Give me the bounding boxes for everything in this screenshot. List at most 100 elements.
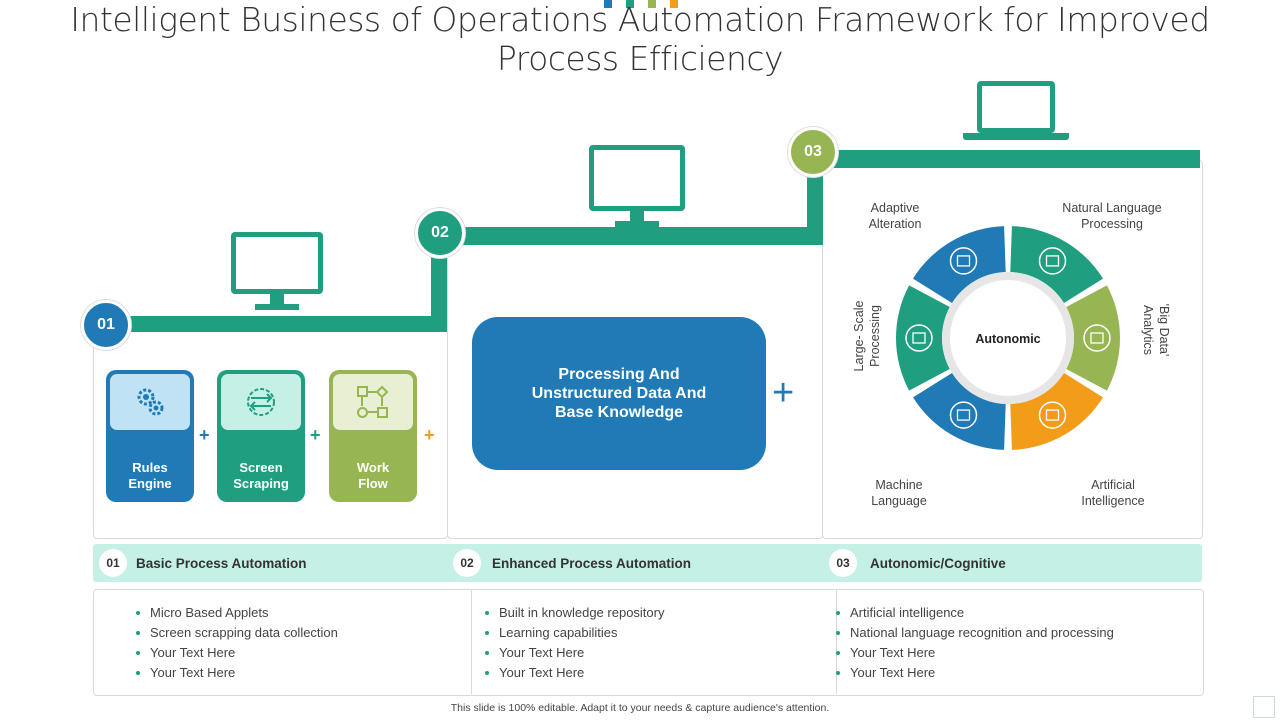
label-line: 'Big Data' xyxy=(1157,303,1171,357)
list-autonomic: Artificial intelligence National languag… xyxy=(836,603,1114,683)
segment-icon xyxy=(1038,401,1067,429)
bar-label-autonomic: Autonomic/Cognitive xyxy=(870,556,1006,571)
label-line: Artificial xyxy=(1091,478,1135,492)
segment-icon xyxy=(905,324,933,352)
footer-note: This slide is 100% editable. Adapt it to… xyxy=(450,702,830,714)
plus-sign: + xyxy=(424,425,435,445)
segment-icon-glyph xyxy=(1045,409,1060,421)
lists-panel xyxy=(93,589,1204,696)
list-divider xyxy=(836,590,837,694)
bar-label-basic: Basic Process Automation xyxy=(136,556,307,571)
list-item: Built in knowledge repository xyxy=(485,603,664,623)
gears-icon xyxy=(110,374,190,430)
label-line: Adaptive xyxy=(870,201,920,215)
card-label-line: Flow xyxy=(358,476,388,491)
list-item: Artificial intelligence xyxy=(836,603,1114,623)
autonomic-wheel xyxy=(896,226,1120,450)
label-line: Analytics xyxy=(1141,304,1155,356)
segment-icon-glyph xyxy=(956,255,971,267)
list-divider xyxy=(471,590,472,694)
card-label-line: Scraping xyxy=(233,476,289,491)
step-band-1 xyxy=(105,316,447,332)
wheel-segment-adaptive xyxy=(913,226,1006,304)
processing-box: Processing And Unstructured Data And Bas… xyxy=(472,317,766,470)
title-deco-teal xyxy=(626,0,634,8)
segment-icon-glyph xyxy=(1090,332,1104,344)
list-item: Your Text Here xyxy=(485,663,664,683)
monitor-icon-2 xyxy=(589,145,685,227)
wheel-segment-large-scale xyxy=(896,285,950,391)
flowchart-icon xyxy=(333,374,413,430)
bar-number-1: 01 xyxy=(99,549,127,577)
list-item: Your Text Here xyxy=(136,643,338,663)
title-line-2: Process Efficiency xyxy=(496,39,784,78)
title-deco-blue xyxy=(604,0,612,8)
step-number-3: 03 xyxy=(788,127,838,177)
list-item: Your Text Here xyxy=(485,643,664,663)
label-line: Large- Scale xyxy=(852,300,866,372)
laptop-icon xyxy=(963,81,1069,140)
segment-icon xyxy=(949,401,978,429)
list-item: Your Text Here xyxy=(836,643,1114,663)
step-band-3 xyxy=(807,150,1200,168)
bar-number-2: 02 xyxy=(453,549,481,577)
segment-icon xyxy=(1083,324,1111,352)
list-item: National language recognition and proces… xyxy=(836,623,1114,643)
title-line-1: Intelligent Business of Operations Autom… xyxy=(70,0,1210,39)
processing-line: Processing And xyxy=(558,366,680,383)
label-line: Processing xyxy=(1081,217,1143,231)
list-basic: Micro Based Applets Screen scrapping dat… xyxy=(136,603,338,683)
label-line: Machine xyxy=(875,478,923,492)
label-line: Language xyxy=(871,494,927,508)
list-item: Your Text Here xyxy=(136,663,338,683)
page-title: Intelligent Business of Operations Autom… xyxy=(0,0,1280,78)
label-big-data: 'Big Data'Analytics xyxy=(1140,290,1172,370)
segment-icon-glyph xyxy=(912,332,926,344)
label-line: Processing xyxy=(868,305,882,367)
label-line: Intelligence xyxy=(1081,494,1145,508)
label-line: Alteration xyxy=(868,217,922,231)
wheel-segment-big-data xyxy=(1066,285,1120,391)
wheel-segment-nlp xyxy=(1010,226,1103,304)
plus-sign: + xyxy=(310,425,321,445)
step-band-2 xyxy=(431,227,823,245)
stage-bar xyxy=(93,544,1202,582)
card-label-line: Rules xyxy=(132,460,168,475)
monitor-icon-1 xyxy=(231,232,323,310)
title-deco-orange xyxy=(670,0,678,8)
card-label-line: Engine xyxy=(128,476,172,491)
wheel-segment-ai xyxy=(1010,372,1103,450)
title-deco-green xyxy=(648,0,656,8)
list-item: Micro Based Applets xyxy=(136,603,338,623)
wheel-segment-ml xyxy=(913,372,1006,450)
label-line: Natural Language xyxy=(1062,201,1162,215)
step-number-1: 01 xyxy=(81,300,131,350)
card-label-line: Work xyxy=(356,460,390,475)
corner-box xyxy=(1253,696,1275,718)
wheel-center xyxy=(950,280,1066,396)
list-enhanced: Built in knowledge repository Learning c… xyxy=(485,603,664,683)
list-item: Screen scrapping data collection xyxy=(136,623,338,643)
card-label-line: Screen xyxy=(239,460,283,475)
step-riser-1 xyxy=(431,236,447,332)
segment-icon xyxy=(949,247,978,275)
plus-sign: + xyxy=(199,425,210,445)
processing-line: Base Knowledge xyxy=(554,404,684,421)
segment-icon-glyph xyxy=(956,409,971,421)
list-item: Learning capabilities xyxy=(485,623,664,643)
bar-number-3: 03 xyxy=(829,549,857,577)
wheel-center-label: Autonomic xyxy=(975,332,1041,346)
segment-icon xyxy=(1038,247,1067,275)
step-number-2: 02 xyxy=(415,208,465,258)
processing-line: Unstructured Data And xyxy=(531,385,707,402)
plus-sign-large: + xyxy=(772,372,795,414)
list-item: Your Text Here xyxy=(836,663,1114,683)
